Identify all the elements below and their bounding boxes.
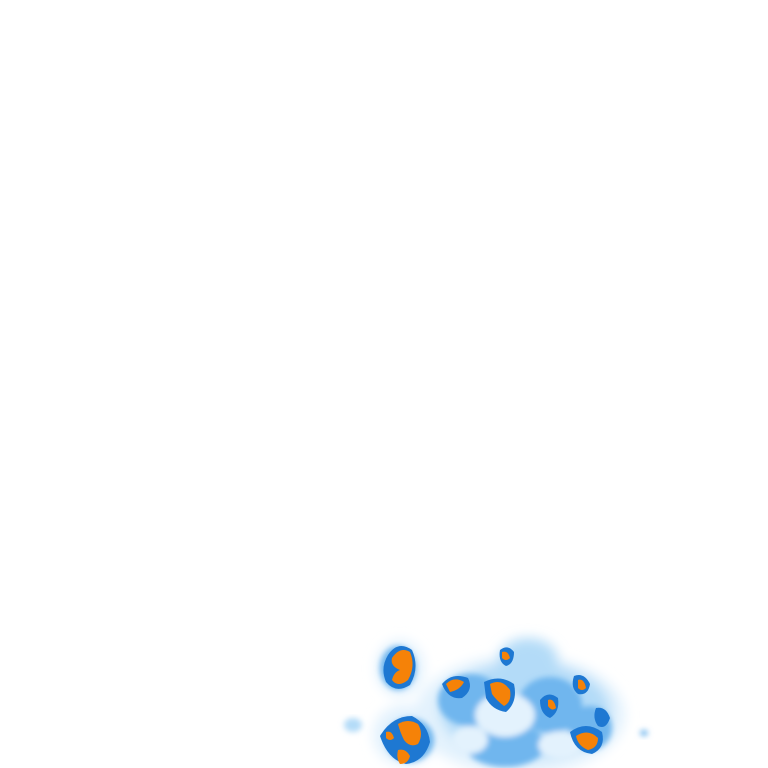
outlier-blobs [344, 718, 648, 736]
cluster-cores [386, 650, 598, 764]
